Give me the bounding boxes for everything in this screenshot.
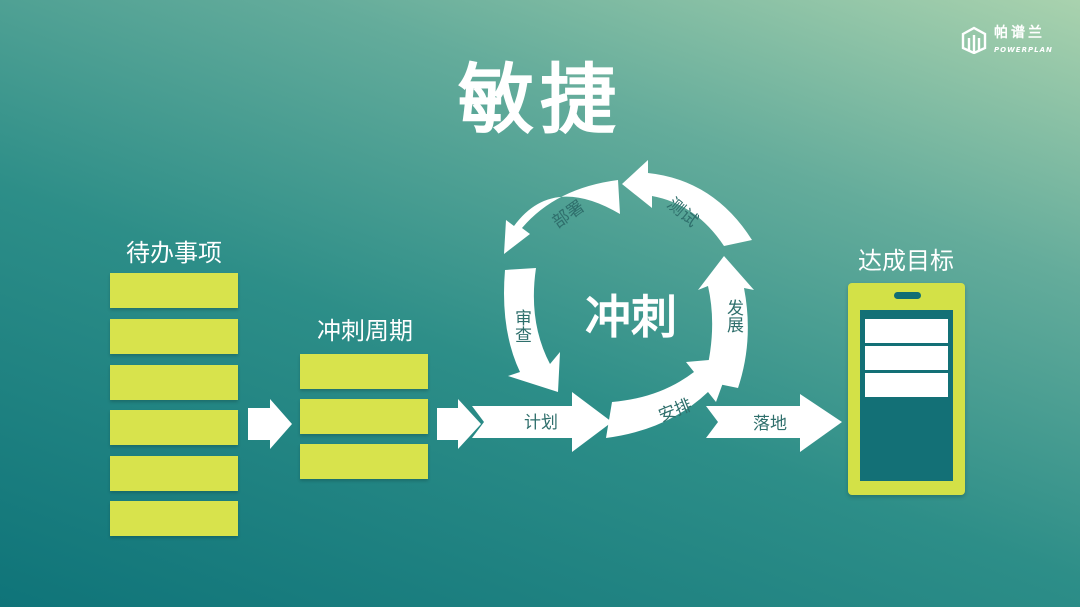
goal-label: 达成目标 [858, 247, 954, 275]
backlog-item [110, 365, 238, 400]
flow-arrow-icon [437, 399, 481, 449]
test-arrow-icon [622, 160, 752, 246]
cycle-step-label: 审查 [511, 309, 532, 343]
brand-subtitle: POWERPLAN [994, 46, 1053, 54]
review-arrow-icon [504, 268, 560, 392]
device-line [865, 319, 948, 343]
deploy-arrow-icon [504, 180, 620, 254]
plan-arrow-icon [472, 392, 612, 452]
flow-arrow-icon [248, 399, 292, 449]
backlog-item [110, 456, 238, 491]
backlog-item [110, 319, 238, 354]
backlog-item [110, 273, 238, 308]
cycle-step-label: 部署 [549, 197, 588, 233]
sprint-backlog-label: 冲刺周期 [317, 317, 413, 345]
develop-arrow-icon [698, 256, 754, 388]
page-title: 敏捷 [458, 55, 622, 144]
backlog-item [110, 501, 238, 536]
sprint-item [300, 399, 428, 434]
land-arrow-icon [706, 394, 842, 452]
device-line [865, 346, 948, 370]
device-slot [894, 292, 921, 299]
brand-logo: 帕谱兰 POWERPLAN [960, 24, 1070, 60]
arrange-arrow-icon [606, 358, 732, 438]
backlog-item [110, 410, 238, 445]
goal-device-icon [848, 283, 965, 495]
cycle-step-label: 发展 [723, 299, 744, 333]
cycle-step-label: 计划 [524, 413, 558, 433]
brand-name: 帕谱兰 [994, 25, 1045, 41]
device-line [865, 373, 948, 397]
backlog-label: 待办事项 [126, 239, 222, 267]
land-label: 落地 [753, 414, 787, 434]
sprint-item [300, 354, 428, 389]
logo-icon [961, 26, 987, 54]
cycle-center-label: 冲刺 [585, 290, 677, 344]
sprint-item [300, 444, 428, 479]
device-screen [860, 310, 953, 481]
